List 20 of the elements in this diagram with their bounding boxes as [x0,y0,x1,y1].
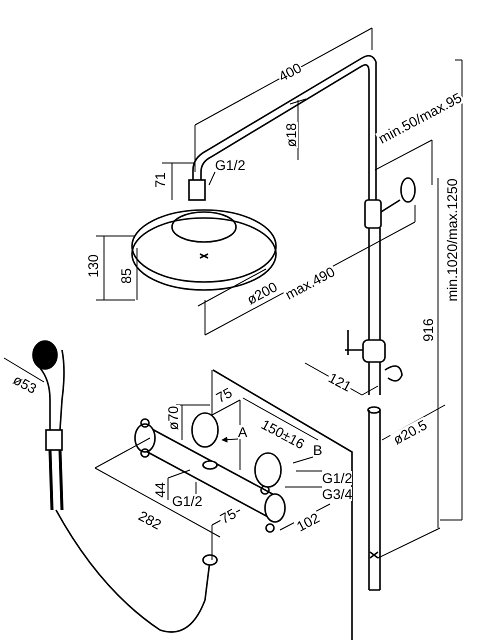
dimension-label: 44 [153,481,167,499]
leader-line [292,456,314,464]
dimension-label: ø18 [284,122,298,148]
leader-line [296,470,322,472]
callout-label: A [238,425,248,439]
callout-label: G3/4 [322,487,352,501]
leader-line [208,172,216,186]
dimension-label: 71 [153,171,167,189]
dimension-label: 916 [421,317,435,343]
dimension-label: 102 [294,510,322,534]
callout-label: G1/2 [322,471,352,485]
dimension-label: ø70 [166,404,180,432]
leader-line [284,486,322,488]
callout-label: G1/2 [215,158,246,172]
leader-line [221,436,238,443]
dimension-label: 130 [86,253,100,279]
dimension-label: min.1020/max.1250 [445,178,459,302]
dimension-label: 85 [119,267,133,285]
callout-label: G1/2 [172,494,202,508]
callout-label: B [313,443,322,457]
